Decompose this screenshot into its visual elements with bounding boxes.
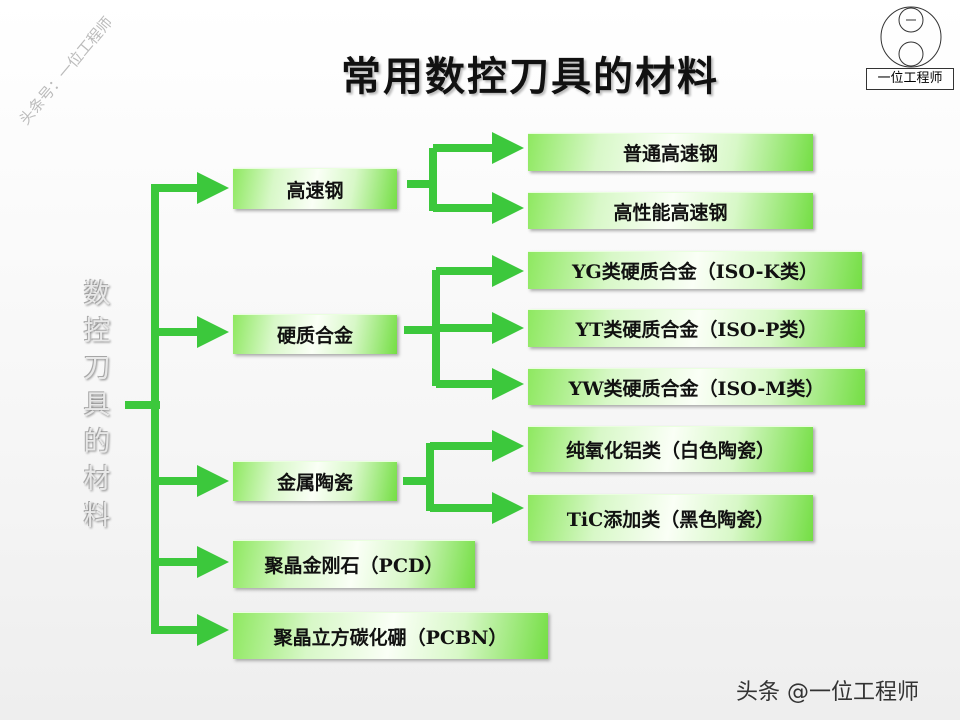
node-pcd: 聚晶金刚石（PCD） (233, 540, 475, 588)
logo-mark-icon (880, 6, 942, 68)
logo: 一位工程师 (866, 4, 956, 90)
node-carbide: 硬质合金 (233, 314, 397, 354)
footer-attribution: 头条 @一位工程师 (736, 680, 919, 705)
node-hss-standard: 普通高速钢 (528, 133, 813, 171)
node-cermet: 金属陶瓷 (233, 461, 397, 501)
node-carbide-yw: YW类硬质合金（ISO-M类） (528, 368, 865, 405)
node-cermet-tic: TiC添加类（黑色陶瓷） (528, 494, 813, 541)
node-cermet-alumina: 纯氧化铝类（白色陶瓷） (528, 426, 813, 472)
node-carbide-yg: YG类硬质合金（ISO-K类） (528, 251, 862, 289)
page-title: 常用数控刀具的材料 (341, 53, 719, 100)
node-hss-high-performance: 高性能高速钢 (528, 192, 813, 229)
node-hss: 高速钢 (233, 168, 397, 209)
node-carbide-yt: YT类硬质合金（ISO-P类） (528, 309, 865, 347)
logo-text: 一位工程师 (866, 68, 954, 90)
root-label: 数控刀具的材料 (83, 279, 111, 532)
node-pcbn: 聚晶立方碳化硼（PCBN） (233, 612, 548, 659)
